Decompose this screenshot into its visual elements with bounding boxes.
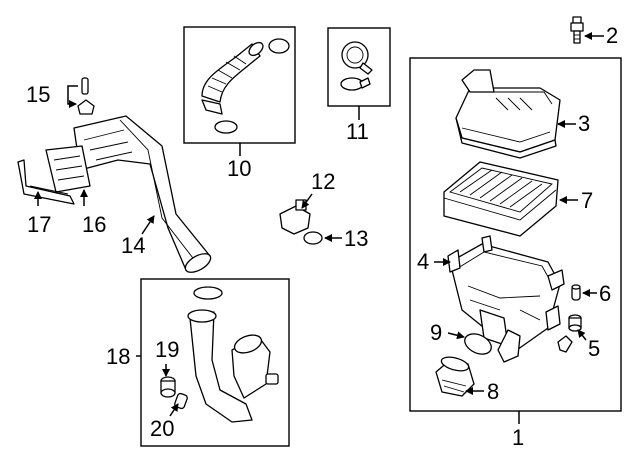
callout-18: 18 bbox=[106, 344, 130, 369]
bracket-part-16 bbox=[45, 145, 91, 193]
callout-14: 14 bbox=[121, 233, 145, 258]
callout-8: 8 bbox=[487, 379, 499, 404]
callout-3: 3 bbox=[578, 111, 590, 136]
clip-detail bbox=[557, 335, 573, 353]
air-filter-part-7 bbox=[443, 161, 559, 237]
clamps-part-11 bbox=[340, 41, 373, 91]
support-part-17 bbox=[17, 159, 75, 205]
intake-duct-part-10 bbox=[201, 38, 290, 134]
leader-lines bbox=[34, 32, 604, 424]
callout-16: 16 bbox=[82, 212, 106, 237]
callout-4: 4 bbox=[417, 249, 429, 274]
bolt-part-2 bbox=[570, 16, 584, 44]
o-ring-part-13 bbox=[303, 231, 323, 245]
callout-17: 17 bbox=[27, 212, 51, 237]
adapter-part-8 bbox=[435, 356, 475, 397]
sensor-part-12 bbox=[279, 199, 311, 235]
air-cleaner-assembly-box bbox=[409, 57, 622, 412]
intake-tube-part-14 bbox=[73, 115, 212, 273]
stud-nut-part-15 bbox=[77, 77, 95, 115]
callout-9: 9 bbox=[430, 320, 442, 345]
callout-13: 13 bbox=[344, 226, 368, 251]
callout-10: 10 bbox=[227, 156, 251, 181]
resonator-part-18 bbox=[187, 286, 279, 423]
callout-20: 20 bbox=[150, 416, 174, 441]
callout-7: 7 bbox=[581, 188, 593, 213]
sleeve-part-6 bbox=[571, 284, 581, 301]
callout-6: 6 bbox=[599, 281, 611, 306]
lower-housing-part-4 bbox=[447, 235, 565, 363]
callout-15: 15 bbox=[26, 82, 50, 107]
callout-19: 19 bbox=[155, 337, 179, 362]
callout-2: 2 bbox=[606, 23, 618, 48]
grommet-part-19 bbox=[160, 376, 176, 398]
resonator-group-18-box bbox=[140, 278, 290, 447]
seal-part-9 bbox=[464, 333, 492, 355]
callout-1: 1 bbox=[512, 425, 524, 450]
callout-5: 5 bbox=[588, 336, 600, 361]
upper-housing-part-3 bbox=[455, 69, 561, 159]
callout-11: 11 bbox=[346, 119, 369, 144]
callout-12: 12 bbox=[311, 169, 335, 194]
grommet-part-5 bbox=[568, 314, 582, 332]
